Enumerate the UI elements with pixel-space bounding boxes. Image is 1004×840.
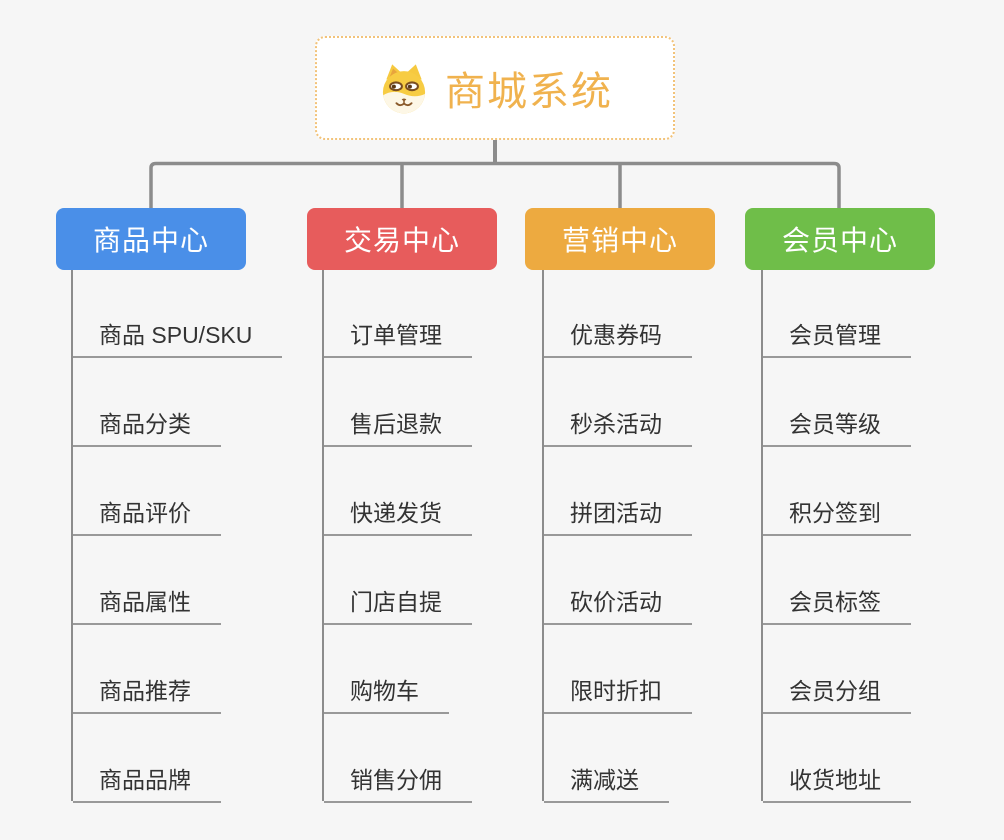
root-node[interactable]: 商城系统: [315, 36, 675, 140]
leaf-node[interactable]: 会员标签: [763, 587, 911, 625]
leaf-node[interactable]: 订单管理: [324, 320, 472, 358]
marketing-center-items: 优惠券码 秒杀活动 拼团活动 砍价活动 限时折扣 满减送: [542, 270, 772, 803]
leaf-node[interactable]: 商品属性: [73, 587, 221, 625]
leaf-node[interactable]: 商品分类: [73, 409, 221, 447]
leaf-node[interactable]: 购物车: [324, 676, 449, 714]
branch-node-trade-center[interactable]: 交易中心: [307, 208, 497, 270]
shiba-dog-icon: [382, 64, 426, 114]
leaf-node[interactable]: 商品推荐: [73, 676, 221, 714]
leaf-node[interactable]: 会员管理: [763, 320, 911, 358]
leaf-node[interactable]: 拼团活动: [544, 498, 692, 536]
member-center-items: 会员管理 会员等级 积分签到 会员标签 会员分组 收货地址: [761, 270, 991, 803]
leaf-node[interactable]: 秒杀活动: [544, 409, 692, 447]
leaf-node[interactable]: 收货地址: [763, 765, 911, 803]
product-center-items: 商品 SPU/SKU 商品分类 商品评价 商品属性 商品推荐 商品品牌: [71, 270, 301, 803]
leaf-node[interactable]: 积分签到: [763, 498, 911, 536]
branch-node-marketing-center[interactable]: 营销中心: [525, 208, 715, 270]
leaf-node[interactable]: 砍价活动: [544, 587, 692, 625]
leaf-node[interactable]: 商品品牌: [73, 765, 221, 803]
leaf-node[interactable]: 门店自提: [324, 587, 472, 625]
leaf-node[interactable]: 售后退款: [324, 409, 472, 447]
leaf-node[interactable]: 商品 SPU/SKU: [73, 320, 283, 358]
leaf-node[interactable]: 会员分组: [763, 676, 911, 714]
leaf-node[interactable]: 销售分佣: [324, 765, 472, 803]
leaf-node[interactable]: 快递发货: [324, 498, 472, 536]
root-title: 商城系统: [445, 70, 613, 114]
leaf-node[interactable]: 会员等级: [763, 409, 911, 447]
leaf-node[interactable]: 满减送: [544, 765, 669, 803]
branch-node-product-center[interactable]: 商品中心: [56, 208, 246, 270]
leaf-node[interactable]: 限时折扣: [544, 676, 692, 714]
branch-node-member-center[interactable]: 会员中心: [745, 208, 935, 270]
leaf-node[interactable]: 商品评价: [73, 498, 221, 536]
leaf-node[interactable]: 优惠券码: [544, 320, 692, 358]
trade-center-items: 订单管理 售后退款 快递发货 门店自提 购物车 销售分佣: [322, 270, 552, 803]
